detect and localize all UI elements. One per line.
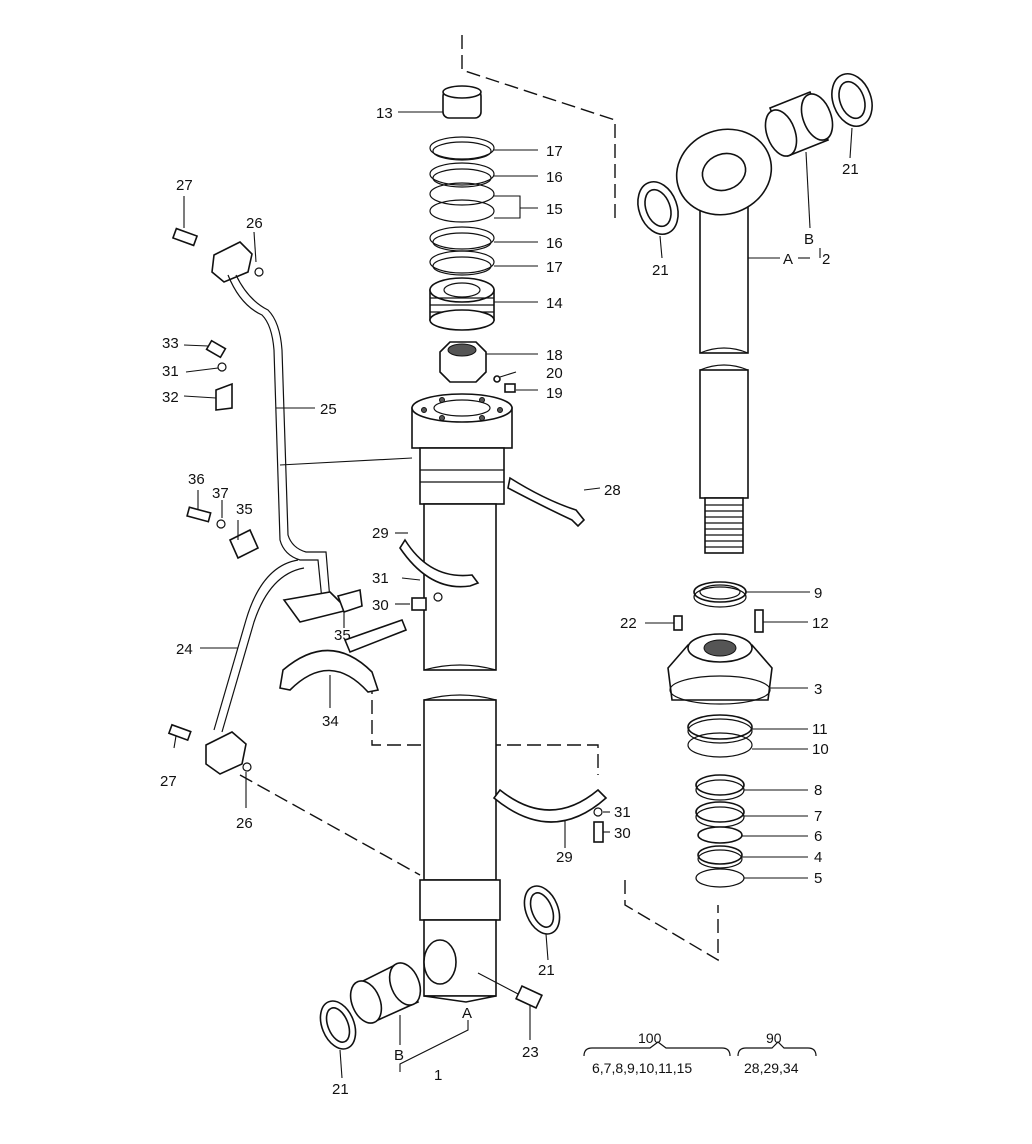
callout-25: 25 bbox=[320, 401, 337, 418]
callout-36: 36 bbox=[188, 471, 205, 488]
callout-13: 13 bbox=[376, 105, 393, 122]
callout-17a: 17 bbox=[546, 143, 563, 160]
callout-10: 10 bbox=[812, 741, 829, 758]
leader-lines bbox=[173, 111, 853, 1079]
callout-3: 3 bbox=[814, 681, 822, 698]
piston-nut bbox=[439, 341, 516, 393]
callout-31a: 31 bbox=[372, 570, 389, 587]
callout-23: 23 bbox=[522, 1044, 539, 1061]
callout-9: 9 bbox=[814, 585, 822, 602]
callout-30b: 30 bbox=[614, 825, 631, 842]
callout-28: 28 bbox=[604, 482, 621, 499]
rod-end-bushing bbox=[764, 90, 834, 158]
callout-24: 24 bbox=[176, 641, 193, 658]
callout-21d: 21 bbox=[332, 1081, 349, 1098]
hydraulic-pipes bbox=[205, 241, 363, 775]
callout-8: 8 bbox=[814, 782, 822, 799]
kit-100-code: 100 bbox=[638, 1030, 662, 1046]
callout-A-rod: A bbox=[783, 251, 793, 268]
callout-31b: 31 bbox=[162, 363, 179, 380]
callout-7: 7 bbox=[814, 808, 822, 825]
callout-21a: 21 bbox=[652, 262, 669, 279]
callout-5: 5 bbox=[814, 870, 822, 887]
dust-seal-ring bbox=[637, 73, 873, 235]
callout-2: 2 bbox=[822, 251, 830, 268]
pipe-clamps bbox=[279, 476, 608, 823]
fasteners bbox=[167, 227, 604, 843]
callout-32: 32 bbox=[162, 389, 179, 406]
callout-B-tube: B bbox=[394, 1047, 404, 1064]
head-seal-stack bbox=[429, 85, 495, 331]
callout-29b: 29 bbox=[556, 849, 573, 866]
callout-29a: 29 bbox=[372, 525, 389, 542]
callout-18: 18 bbox=[546, 347, 563, 364]
callout-31c: 31 bbox=[614, 804, 631, 821]
service-kits: 100 6,7,8,9,10,11,15 90 28,29,34 bbox=[583, 1030, 817, 1076]
callout-16a: 16 bbox=[546, 169, 563, 186]
callout-1: 1 bbox=[434, 1067, 442, 1084]
assembly-lines bbox=[239, 35, 719, 962]
callout-19: 19 bbox=[546, 385, 563, 402]
callout-4: 4 bbox=[814, 849, 822, 866]
callout-27a: 27 bbox=[176, 177, 193, 194]
callout-33: 33 bbox=[162, 335, 179, 352]
callout-6: 6 bbox=[814, 828, 822, 845]
callout-22: 22 bbox=[620, 615, 637, 632]
kit-90-parts: 28,29,34 bbox=[744, 1060, 799, 1076]
callout-35b: 35 bbox=[334, 627, 351, 644]
callout-11: 11 bbox=[812, 721, 828, 738]
callout-16b: 16 bbox=[546, 235, 563, 252]
kit-100-parts: 6,7,8,9,10,11,15 bbox=[592, 1060, 692, 1076]
callout-labels: 13 17 16 15 16 17 14 18 20 19 28 29 31 3… bbox=[160, 105, 859, 1098]
callout-21b: 21 bbox=[842, 161, 859, 178]
callout-B-rod: B bbox=[804, 231, 814, 248]
piston-rod bbox=[675, 128, 773, 554]
callout-34: 34 bbox=[322, 713, 339, 730]
callout-37: 37 bbox=[212, 485, 229, 502]
callout-12: 12 bbox=[812, 615, 829, 632]
callout-21c: 21 bbox=[538, 962, 555, 979]
callout-26b: 26 bbox=[236, 815, 253, 832]
callout-20: 20 bbox=[546, 365, 563, 382]
callout-35a: 35 bbox=[236, 501, 253, 518]
callout-30a: 30 bbox=[372, 597, 389, 614]
callout-17b: 17 bbox=[546, 259, 563, 276]
callout-A-tube: A bbox=[462, 1005, 472, 1022]
cylinder-head-parts bbox=[667, 581, 773, 888]
callout-14: 14 bbox=[546, 295, 563, 312]
callout-27b: 27 bbox=[160, 773, 177, 790]
callout-15: 15 bbox=[546, 201, 563, 218]
callout-26a: 26 bbox=[246, 215, 263, 232]
tube-end-bushing bbox=[319, 885, 561, 1050]
